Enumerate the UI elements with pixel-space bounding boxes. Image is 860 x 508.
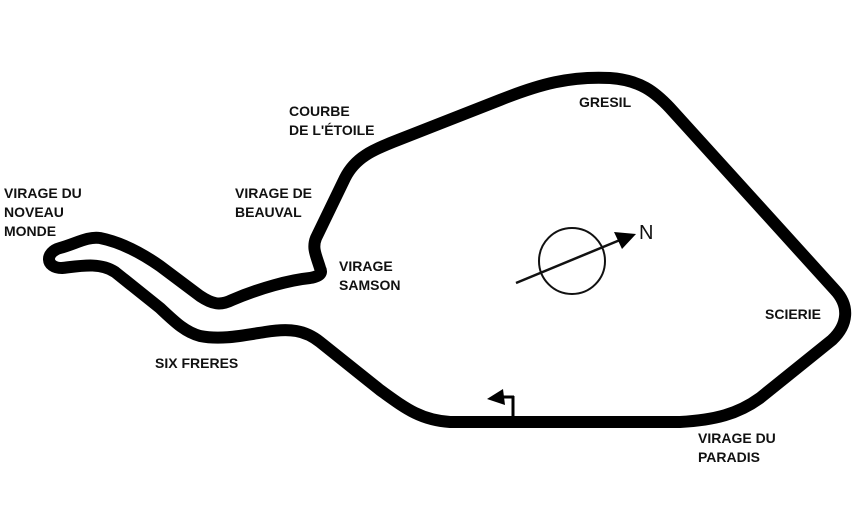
north-label: N (639, 222, 654, 244)
corner-label-six-freres: SIX FRERES (155, 355, 239, 371)
north-arrow-icon (614, 232, 636, 249)
corner-label-courbe-de-letoile: COURBE DE L'ÉTOILE (289, 103, 375, 138)
corner-label-virage-du-noveau-monde: VIRAGE DU NOVEAU MONDE (4, 185, 82, 239)
start-finish-flag-icon (487, 389, 515, 417)
corner-label-virage-samson: VIRAGE SAMSON (339, 258, 401, 293)
corner-label-gresil: GRESIL (579, 94, 632, 110)
north-indicator (515, 227, 636, 295)
corner-label-virage-du-paradis: VIRAGE DU PARADIS (698, 430, 776, 465)
track-outline (43, 71, 852, 428)
corner-label-virage-de-beauval: VIRAGE DE BEAUVAL (235, 185, 313, 220)
corner-label-scierie: SCIERIE (765, 306, 822, 322)
compass-needle-icon (515, 238, 621, 285)
compass-circle-icon (538, 227, 606, 295)
